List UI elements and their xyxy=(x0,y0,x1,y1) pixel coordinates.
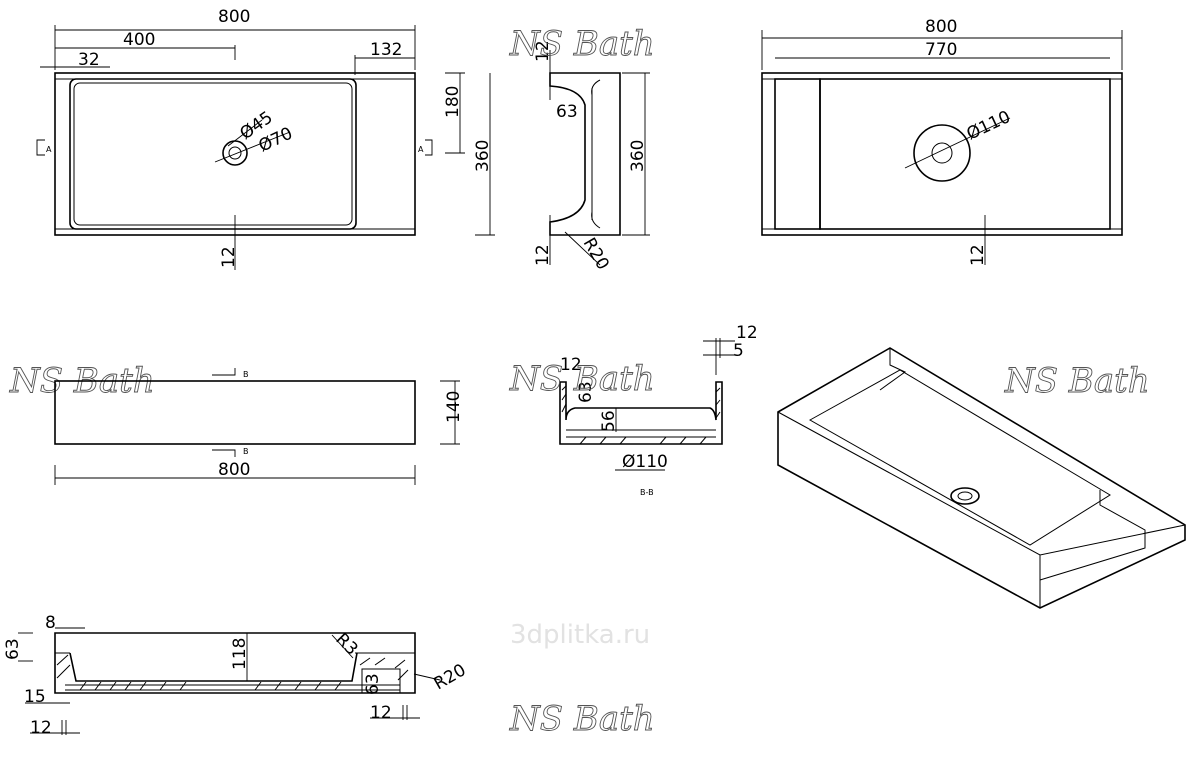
right-dim-d110: Ø110 xyxy=(964,107,1014,145)
bb-dim-56: 56 xyxy=(599,410,619,432)
front-view: B B 140 800 xyxy=(54,368,464,485)
side-dim-12-bottom: 12 xyxy=(533,244,553,266)
bb-dim-12-left: 12 xyxy=(560,355,582,375)
long-dim-r20: R20 xyxy=(431,660,470,694)
brand-watermark: NS Bath xyxy=(509,699,655,739)
section-mark-a-right: A xyxy=(418,145,424,154)
long-dim-12-left: 12 xyxy=(30,718,52,738)
right-dim-800: 800 xyxy=(925,17,957,37)
top-view-right: 800 770 Ø110 12 xyxy=(761,17,1123,266)
dim-12: 12 xyxy=(219,246,239,268)
bb-dim-d110: Ø110 xyxy=(622,452,668,472)
section-b-b: 12 12 5 63 56 Ø110 B-B xyxy=(559,323,758,497)
section-mark-a-left: A xyxy=(46,145,52,154)
dim-400: 400 xyxy=(123,30,155,50)
bb-dim-63: 63 xyxy=(576,381,596,403)
top-view: 800 400 32 132 Ø45 Ø70 180 360 12 A A xyxy=(36,7,495,270)
long-dim-15: 15 xyxy=(24,687,46,707)
isometric-view xyxy=(777,347,1186,609)
long-dim-118: 118 xyxy=(230,638,250,670)
side-dim-63: 63 xyxy=(556,102,578,122)
dim-180: 180 xyxy=(443,86,463,118)
long-dim-12-right: 12 xyxy=(370,703,392,723)
section-long: 8 63 118 R3 63 R20 15 12 12 xyxy=(3,613,469,738)
bb-title: B-B xyxy=(640,488,654,497)
right-dim-12: 12 xyxy=(968,244,988,266)
long-dim-63-shelf: 63 xyxy=(363,673,383,695)
brand-watermark: NS Bath xyxy=(509,359,655,399)
dim-360: 360 xyxy=(473,140,493,172)
side-dim-r20: R20 xyxy=(579,235,613,274)
long-dim-8: 8 xyxy=(45,613,56,633)
section-mark-b-top: B xyxy=(243,370,249,379)
brand-watermark: NS Bath xyxy=(1004,361,1150,401)
site-watermark: 3dplitka.ru xyxy=(510,620,650,650)
front-dim-800: 800 xyxy=(218,460,250,480)
section-mark-b-bottom: B xyxy=(243,447,249,456)
dim-800: 800 xyxy=(218,7,250,27)
right-dim-770: 770 xyxy=(925,40,957,60)
bb-dim-12: 12 xyxy=(736,323,758,343)
brand-watermark: NS Bath xyxy=(509,24,655,64)
side-dim-12-top: 12 xyxy=(533,40,553,62)
side-dim-360: 360 xyxy=(628,140,648,172)
bb-dim-5: 5 xyxy=(733,341,744,361)
dim-132: 132 xyxy=(370,40,402,60)
dim-32: 32 xyxy=(78,50,100,70)
front-dim-140: 140 xyxy=(444,391,464,423)
side-view: 12 63 360 12 R20 xyxy=(533,40,650,273)
long-dim-63: 63 xyxy=(3,638,23,660)
